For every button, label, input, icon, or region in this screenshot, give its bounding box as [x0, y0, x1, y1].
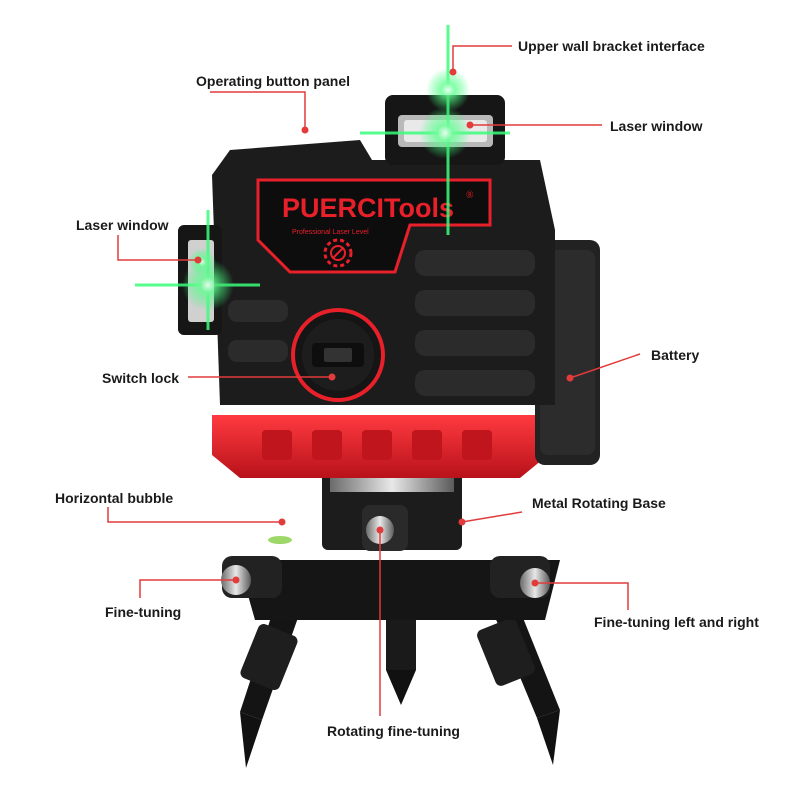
label-metal-rotating-base: Metal Rotating Base: [532, 495, 666, 511]
brand-name: PUERCITools: [282, 193, 454, 223]
label-operating-button-panel: Operating button panel: [196, 73, 350, 89]
label-fine-tuning: Fine-tuning: [105, 604, 182, 620]
leader-lines: [107, 45, 641, 716]
leader-metal-rotating-base: [461, 511, 523, 523]
label-laser-window-top: Laser window: [610, 118, 703, 134]
laser-beams: [135, 25, 510, 330]
switch-lock-dial: [291, 308, 385, 402]
base-plate: [238, 560, 560, 620]
brand-plate: [256, 178, 492, 274]
registered-mark: ®: [466, 190, 474, 201]
leader-laser-window-left: [117, 235, 198, 261]
leader-horizontal-bubble: [107, 507, 282, 523]
tripod-leg-left: [240, 605, 300, 768]
leader-battery: [569, 353, 641, 379]
leader-operating-panel: [210, 91, 306, 130]
label-laser-window-left: Laser window: [76, 217, 169, 233]
label-rotating-fine-tuning: Rotating fine-tuning: [327, 723, 460, 739]
label-battery: Battery: [651, 347, 700, 363]
brand-tagline: Professional Laser Level: [292, 229, 369, 236]
leader-upper-wall-bracket: [452, 45, 512, 72]
tripod-leg-right: [477, 598, 560, 765]
label-horizontal-bubble: Horizontal bubble: [55, 490, 174, 506]
label-fine-tuning-left-right: Fine-tuning left and right: [594, 614, 759, 630]
leader-dots: [194, 68, 574, 587]
label-switch-lock: Switch lock: [102, 370, 180, 386]
horizontal-bubble-vial: [268, 536, 292, 544]
gear-icon: [323, 238, 353, 268]
label-upper-wall-bracket: Upper wall bracket interface: [518, 38, 705, 54]
leader-fine-tuning-left-right: [535, 582, 629, 610]
leader-fine-tuning: [139, 579, 236, 598]
